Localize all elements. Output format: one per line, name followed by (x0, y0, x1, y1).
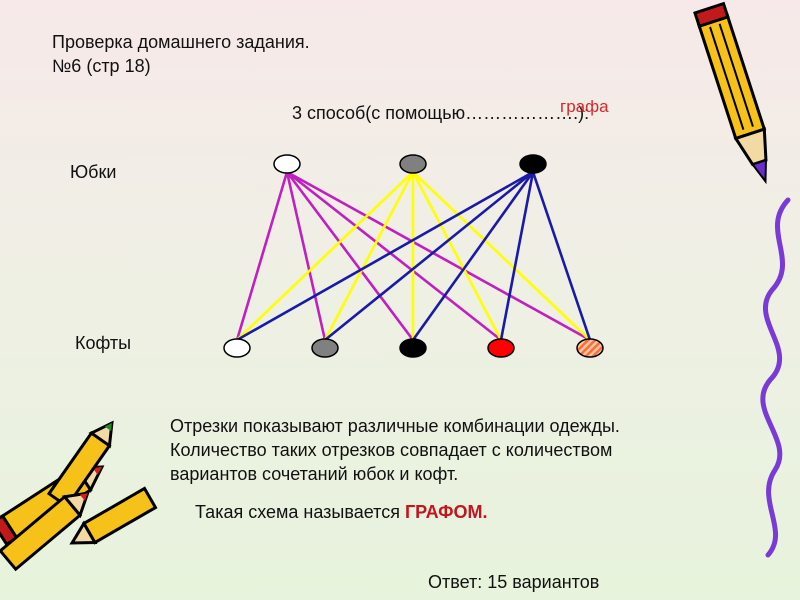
edge-skirt-black-blouse-red (499, 171, 535, 341)
graph-nodes (223, 154, 604, 358)
task-number: №6 (стр 18) (52, 56, 151, 76)
explanation-text: Отрезки показывают различные комбинации … (170, 416, 620, 484)
scheme-highlight: ГРАФОМ. (404, 502, 488, 522)
edge-skirt-white-blouse-white (235, 171, 289, 341)
pencil-icon (693, 1, 768, 185)
edge-skirt-gray-blouse-gray (323, 171, 415, 341)
edge-skirt-gray-blouse-white (236, 171, 414, 341)
node-blouse-black (399, 338, 427, 358)
edge-skirt-gray-blouse-red (411, 171, 503, 341)
scribble-line-icon (760, 197, 791, 558)
node-skirt-black (519, 154, 547, 174)
blouses-label: Кофты (75, 333, 132, 353)
edge-skirt-white-blouse-red (286, 170, 502, 342)
edge-skirt-white-blouse-gray (285, 171, 327, 341)
node-skirt-white (273, 154, 301, 174)
scheme-prefix: Такая схема называется (195, 502, 405, 522)
skirts-label: Юбки (70, 162, 117, 182)
node-blouse-white (223, 338, 251, 358)
node-blouse-striped (576, 338, 604, 358)
method-text: 3 способ(с помощью……………….): (292, 103, 590, 123)
edge-skirt-white-blouse-black (285, 171, 415, 341)
scheme-statement: Такая схема называется ГРАФОМ. (195, 502, 487, 523)
edge-skirt-black-blouse-black (411, 171, 535, 341)
crayons-icon (0, 420, 158, 572)
edge-skirt-gray-blouse-striped (412, 171, 591, 341)
slide-title: Проверка домашнего задания. (52, 32, 310, 52)
edge-skirt-white-blouse-striped (286, 170, 591, 342)
graph-edges (235, 170, 592, 342)
edge-skirt-black-blouse-gray (324, 170, 534, 342)
answer-text: Ответ: 15 вариантов (428, 572, 600, 592)
edge-skirt-black-blouse-white (236, 170, 534, 342)
handwritten-answer: графа (560, 97, 609, 116)
node-skirt-gray (399, 154, 427, 174)
node-blouse-gray (311, 338, 339, 358)
node-blouse-red (487, 338, 515, 358)
edge-skirt-black-blouse-striped (531, 171, 592, 341)
